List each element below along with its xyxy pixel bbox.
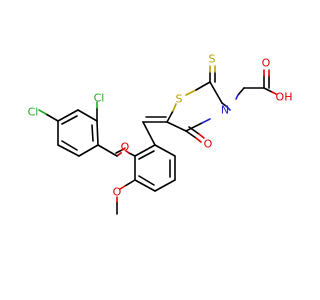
bond-o-half — [195, 137, 202, 143]
bond-double-inner — [61, 140, 78, 151]
bond-double-inner — [91, 124, 94, 142]
bond — [209, 81, 223, 104]
bond-o-half — [125, 150, 130, 154]
bond-n-half — [201, 118, 211, 124]
bond-n-half — [225, 105, 231, 111]
bond — [154, 179, 176, 192]
bond — [166, 110, 174, 123]
bond — [263, 87, 273, 93]
bond-o-half — [121, 147, 126, 151]
bond-s-half — [172, 103, 177, 112]
bond-double-inner — [61, 115, 78, 125]
methoxy-oxygen-label: O — [113, 186, 122, 199]
acid-carbonyl-oxygen-label: O — [262, 57, 271, 70]
atom-labels: Cl Cl O O S S N O O OH — [28, 53, 293, 199]
ring-sulfur-label: S — [176, 93, 183, 106]
bond-n-half — [235, 94, 239, 100]
bond — [134, 144, 156, 157]
bond — [166, 121, 187, 132]
chlorine-label-para: Cl — [28, 106, 39, 119]
bond — [45, 113, 59, 122]
bond — [188, 126, 200, 135]
bond — [195, 81, 211, 91]
ring-nitrogen-label: N — [221, 104, 229, 117]
bond — [97, 144, 118, 157]
bond — [134, 179, 156, 192]
bond — [96, 120, 99, 146]
bond — [128, 152, 136, 157]
bond-double-inner — [138, 175, 155, 186]
heteroatom-bonds — [38, 65, 277, 215]
chlorine-label-ortho: Cl — [94, 92, 105, 105]
carbonyl-oxygen-label: O — [204, 138, 213, 151]
molecule-structure: Cl Cl O O S S N O O OH — [28, 53, 293, 215]
bond — [57, 109, 79, 122]
bond — [57, 144, 80, 157]
bond-o-half — [117, 152, 122, 156]
bond — [142, 121, 156, 146]
bond — [77, 109, 98, 122]
bond — [124, 179, 136, 187]
acid-hydroxyl-label: OH — [276, 91, 293, 104]
ether-oxygen-label: O — [121, 141, 130, 154]
bond — [185, 122, 203, 132]
bond — [78, 144, 99, 157]
bond — [154, 144, 176, 157]
thione-sulfur-label: S — [209, 53, 216, 66]
bond — [115, 149, 123, 154]
skeletal-bonds — [57, 81, 265, 192]
molecule-structure-canvas: Cl Cl O O S S N O O OH — [28, 53, 293, 215]
bond — [185, 130, 197, 139]
bond — [237, 87, 245, 96]
bond-o-half — [198, 133, 205, 139]
bond-s-half — [185, 89, 197, 96]
bond-o-half — [119, 185, 126, 190]
bond-o-half — [271, 91, 277, 95]
bond — [221, 102, 227, 107]
bond-cl-half — [38, 109, 47, 115]
bond-double-inner — [138, 150, 155, 160]
